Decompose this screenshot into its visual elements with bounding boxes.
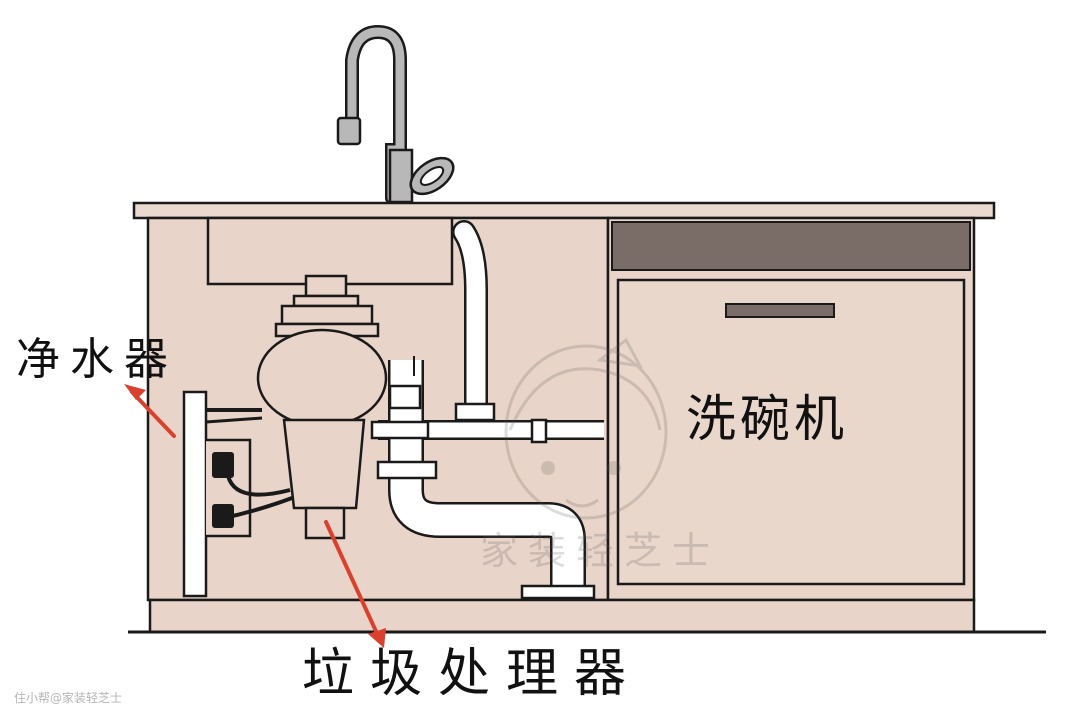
disposer-arrow: [324, 520, 386, 648]
sink-basin: [206, 216, 454, 286]
garbage-disposer-unit: [256, 274, 388, 540]
watermark-avatar: [504, 337, 668, 520]
dishwasher-label: 洗碗机: [686, 390, 848, 448]
purifier-pipe: [452, 220, 496, 422]
purifier-arrow: [124, 384, 176, 438]
water-purifier-unit: [182, 390, 293, 598]
dishwasher-door: [616, 278, 966, 586]
watermark-text: 家装轻芝士: [480, 529, 721, 573]
water-purifier-label: 净水器: [16, 334, 178, 385]
dishwasher-control-panel: [611, 221, 971, 271]
dishwasher-handle: [725, 303, 835, 318]
faucet: [336, 24, 455, 205]
plinth: [148, 598, 976, 634]
drain-pipe: [370, 356, 604, 600]
credit-text: 住小帮@家装轻芝士: [14, 691, 123, 705]
countertop: [132, 201, 996, 220]
garbage-disposer-label: 垃圾处理器: [302, 644, 643, 704]
